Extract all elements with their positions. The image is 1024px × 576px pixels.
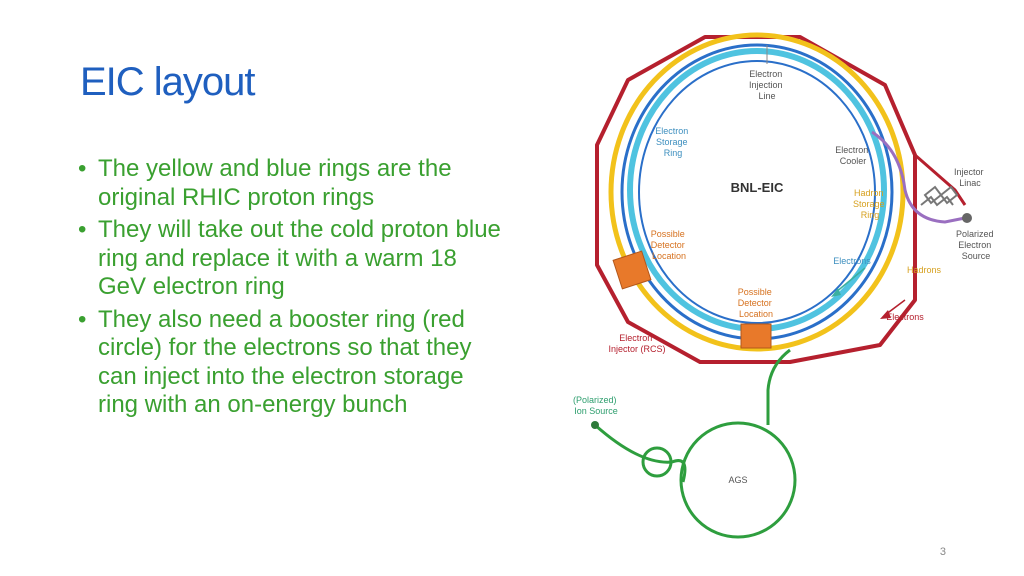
label-line: Electron [835, 145, 868, 155]
ags-ring [679, 421, 797, 539]
label-electrons-inner: Electrons [833, 256, 871, 266]
label-possible-detector-left: Possible Detector Location [651, 229, 688, 261]
slide-title: EIC layout [80, 60, 256, 104]
bullet-item: They also need a booster ring (red circl… [78, 306, 508, 420]
label-line: Location [652, 251, 686, 261]
bullet-item: They will take out the cold proton blue … [78, 216, 508, 302]
electron-cooler [871, 130, 966, 224]
label-line: Storage [656, 137, 688, 147]
ion-source-dot [591, 421, 599, 429]
transfer-line [766, 348, 791, 425]
electrons-inner-arrow [834, 267, 866, 294]
label-line: Ion Source [574, 406, 618, 416]
yellow-ring [608, 32, 906, 352]
label-line: Hadron [854, 188, 884, 198]
center-label: BNL-EIC [731, 180, 784, 195]
bullet-item: The yellow and blue rings are the origin… [78, 155, 508, 212]
label-line: Storage [853, 199, 885, 209]
label-electron-injection-line: Electron Injection Line [749, 69, 785, 101]
label-hadron-storage-ring: Hadron Storage Ring [853, 188, 887, 220]
rcs-link [914, 153, 967, 206]
label-line: Ring [861, 210, 880, 220]
detector-left [612, 250, 652, 290]
label-line: Detector [651, 240, 685, 250]
label-line: Electron [655, 126, 688, 136]
label-line: Detector [738, 298, 772, 308]
label-possible-detector-bottom: Possible Detector Location [738, 287, 775, 319]
label-electron-cooler: Electron Cooler [835, 145, 871, 166]
ion-source-line [594, 423, 687, 483]
label-line: Location [739, 309, 773, 319]
label-line: Source [962, 251, 991, 261]
polarized-electron-source-dot [962, 213, 972, 223]
label-injector-linac: Injector Linac [954, 167, 986, 188]
eic-layout-diagram: BNL-EIC Electron Injection Line Electron… [573, 32, 996, 539]
label-line: Linac [959, 178, 981, 188]
page-number: 3 [939, 546, 946, 558]
label-line: Line [758, 91, 775, 101]
label-line: Possible [738, 287, 772, 297]
label-hadrons: Hadrons [907, 265, 942, 275]
label-electron-injector: Electron Injector (RCS) [608, 333, 665, 354]
injector-linac-icon [920, 185, 959, 207]
label-line: Possible [651, 229, 685, 239]
label-ion-source: (Polarized) Ion Source [573, 395, 619, 416]
label-line: Electron [958, 240, 991, 250]
detector-bottom [740, 323, 772, 349]
label-line: Electron [749, 69, 782, 79]
label-line: Injection [749, 80, 783, 90]
label-electrons-outer: Electrons [886, 312, 924, 322]
label-ags: AGS [728, 475, 747, 485]
label-line: Injector (RCS) [608, 344, 665, 354]
arrow-head [880, 310, 891, 319]
label-polarized-electron-source: Polarized Electron Source [956, 229, 996, 261]
label-line: Cooler [840, 156, 867, 166]
label-electron-storage-ring: Electron Storage Ring [655, 126, 691, 158]
label-line: Injector [954, 167, 984, 177]
label-line: Polarized [956, 229, 994, 239]
bullet-list: The yellow and blue rings are the origin… [78, 155, 508, 424]
inner-blue-ring [638, 60, 876, 324]
label-line: Ring [664, 148, 683, 158]
rcs-ring [595, 35, 917, 364]
label-line: (Polarized) [573, 395, 617, 405]
label-line: Electron [619, 333, 652, 343]
arrow-head [831, 288, 841, 297]
